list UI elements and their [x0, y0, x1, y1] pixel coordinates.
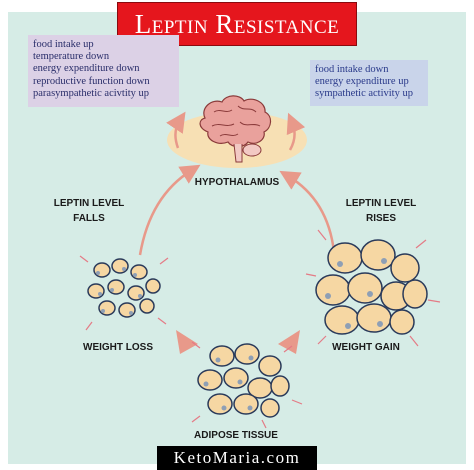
site-name: KetoMaria.com	[173, 448, 301, 467]
leptin-falls-line: LEPTIN LEVEL	[53, 198, 125, 209]
effect-line: food intake up	[33, 39, 94, 50]
cell-nuclei	[96, 267, 142, 315]
fat-cell-cluster-icon	[315, 239, 428, 335]
effect-line: energy expenditure up	[315, 76, 409, 88]
leptin-falls-label: LEPTIN LEVEL FALLS	[44, 196, 134, 226]
adipose-tissue-label: ADIPOSE TISSUE	[176, 428, 296, 443]
arrow-leptin-rises	[279, 170, 336, 253]
weight-gain-text: WEIGHT GAIN	[332, 342, 400, 353]
leptin-low-effects-box: food intake up temperature down energy e…	[28, 35, 179, 107]
effect-line: food intake down	[315, 64, 389, 75]
footer-banner: KetoMaria.com	[157, 446, 317, 470]
arrow-to-left-box	[166, 111, 186, 149]
weight-gain-label: WEIGHT GAIN	[316, 340, 416, 355]
effect-line: reproductive function down	[33, 75, 150, 87]
arrow-to-right-box	[286, 112, 306, 151]
effect-line: temperature down	[33, 51, 110, 63]
arrowhead-to-weight-gain	[278, 330, 300, 354]
effect-line: sympathetic activity up	[315, 88, 413, 100]
weight-loss-label: WEIGHT LOSS	[68, 340, 168, 355]
page-title: Leptin Resistance	[134, 8, 340, 39]
arrowhead-to-weight-loss	[176, 330, 198, 354]
leptin-falls-line: FALLS	[73, 213, 105, 224]
brain-icon	[199, 95, 272, 163]
fat-cell-cluster-icon	[197, 343, 290, 418]
leptin-rises-label: LEPTIN LEVEL RISES	[336, 196, 426, 226]
capillary-lines	[79, 229, 441, 429]
leptin-rises-line: LEPTIN LEVEL	[345, 198, 417, 209]
cell-nuclei	[203, 355, 254, 411]
hypothalamus-label: HYPOTHALAMUS	[172, 175, 302, 190]
cell-nuclei	[325, 258, 387, 329]
effect-line: parasympathetic acivtity up	[33, 87, 150, 99]
arrow-leptin-falls	[138, 164, 201, 256]
effect-line: energy expenditure down	[33, 63, 140, 75]
hypothalamus-text: HYPOTHALAMUS	[194, 177, 280, 188]
leptin-rises-line: RISES	[365, 213, 396, 224]
weight-loss-text: WEIGHT LOSS	[83, 342, 153, 353]
adipose-tissue-text: ADIPOSE TISSUE	[194, 430, 278, 441]
leptin-high-effects-box: food intake down energy expenditure up s…	[310, 60, 428, 106]
